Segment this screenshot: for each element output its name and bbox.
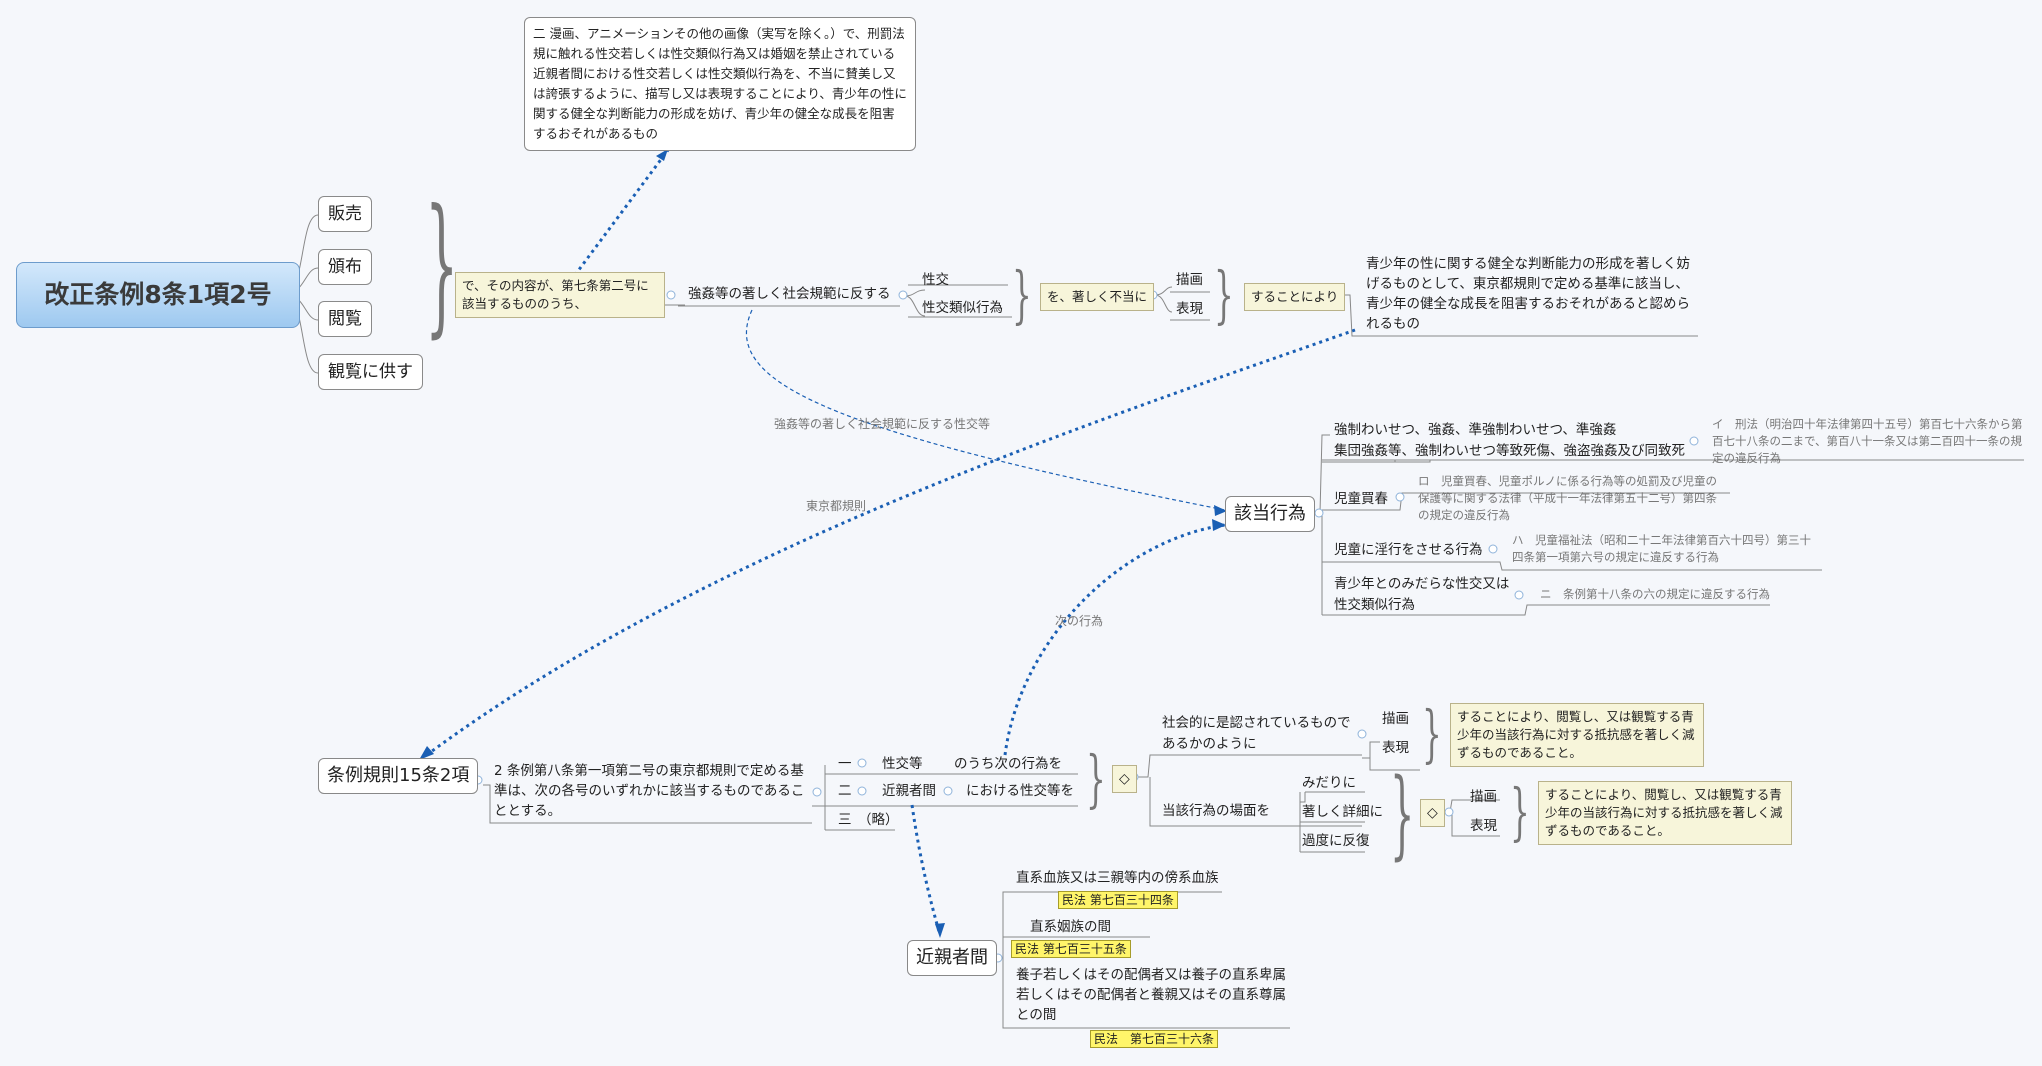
rule-item-1-num: 一 <box>838 756 852 772</box>
brace-branch-a: } <box>1422 697 1442 770</box>
root-node[interactable]: 改正条例8条1項2号 <box>16 262 300 328</box>
by-doing-label[interactable]: することにより <box>1244 283 1346 311</box>
applicable-item-2[interactable]: 児童買春 <box>1334 491 1388 507</box>
harm-text[interactable]: 青少年の性に関する健全な判断能力の形成を著しく妨げるものとして、東京都規則で定め… <box>1366 256 1690 332</box>
branch-b-result[interactable]: することにより、閲覧し、又は観覧する青少年の当該行為に対する抵抗感を著しく減ずる… <box>1538 781 1792 845</box>
norm-link-caption: 強姦等の著しく社会規範に反する性交等 <box>774 417 991 431</box>
rule-diamond[interactable]: ◇ <box>1112 765 1137 793</box>
applicable-detail-1: イ 刑法（明治四十年法律第四十五号）第百七十六条から第百七十八条の二まで、第百八… <box>1712 417 2023 465</box>
branch-b-manner-3[interactable]: 過度に反復 <box>1302 833 1370 849</box>
content-condition[interactable]: で、その内容が、第七条第二号に該当するもののうち、 <box>455 272 665 318</box>
rule-text[interactable]: 2 条例第八条第一項第二号の東京都規則で定める基準は、次の各号のいずれかに該当す… <box>494 763 805 819</box>
rule-item-2-num: 二 <box>838 783 852 799</box>
violate-norm-label[interactable]: 強姦等の著しく社会規範に反する <box>688 286 891 302</box>
rule-item-2-suffix[interactable]: における性交等を <box>966 783 1074 799</box>
rule-item-2-label[interactable]: 近親者間 <box>882 783 936 799</box>
action-distribute[interactable]: 頒布 <box>318 249 372 285</box>
branch-a-result[interactable]: することにより、閲覧し、又は観覧する青少年の当該行為に対する抵抗感を著しく減ずる… <box>1450 703 1704 767</box>
unjust-label[interactable]: を、著しく不当に <box>1040 283 1155 311</box>
rule-item-3-label[interactable]: （略） <box>858 812 899 828</box>
next-acts-caption: 次の行為 <box>1055 614 1104 628</box>
branch-a-depict[interactable]: 描画 <box>1382 711 1409 727</box>
applicable-item-4[interactable]: 青少年とのみだらな性交又は 性交類似行為 <box>1334 576 1510 613</box>
brace-modes: } <box>1214 258 1234 331</box>
branch-b-express[interactable]: 表現 <box>1470 818 1497 834</box>
brace-manners: } <box>1390 758 1415 870</box>
mode-depict[interactable]: 描画 <box>1176 272 1203 288</box>
action-sell[interactable]: 販売 <box>318 196 372 232</box>
branch-b-diamond[interactable]: ◇ <box>1420 799 1445 827</box>
brace-rule-items: } <box>1086 742 1106 815</box>
branch-b-manner-2[interactable]: 著しく詳細に <box>1302 804 1383 820</box>
act-similar[interactable]: 性交類似行為 <box>922 300 1003 316</box>
rule-node[interactable]: 条例規則15条2項 <box>318 758 479 794</box>
branch-b-label[interactable]: 当該行為の場面を <box>1162 803 1270 819</box>
tokyo-rule-caption: 東京都規則 <box>806 499 867 513</box>
branch-a-express[interactable]: 表現 <box>1382 740 1409 756</box>
relatives-item-1[interactable]: 直系血族又は三親等内の傍系血族 <box>1016 870 1219 886</box>
root-title: 改正条例8条1項2号 <box>44 280 272 309</box>
relatives-item-2[interactable]: 直系姻族の間 <box>1030 919 1111 935</box>
applicable-detail-2: ロ 児童買春、児童ポルノに係る行為等の処罰及び児童の保護等に関する法律（平成十一… <box>1418 474 1717 522</box>
article-7-2-note[interactable]: 二 漫画、アニメーションその他の画像（実写を除く。）で、刑罰法規に触れる性交若し… <box>524 17 916 151</box>
applicable-node[interactable]: 該当行為 <box>1225 496 1315 532</box>
applicable-item-3[interactable]: 児童に淫行をさせる行為 <box>1334 542 1483 558</box>
brace-acts: } <box>1012 258 1032 331</box>
applicable-detail-4: ニ 条例第十八条の六の規定に違反する行為 <box>1540 587 1770 601</box>
relatives-node[interactable]: 近親者間 <box>907 940 997 976</box>
mode-express[interactable]: 表現 <box>1176 301 1203 317</box>
relatives-item-3[interactable]: 養子若しくはその配偶者又は養子の直系卑属 若しくはその配偶者と養親又はその直系尊… <box>1016 967 1286 1023</box>
relatives-law-2: 民法 第七百三十五条 <box>1011 940 1131 958</box>
action-exhibit[interactable]: 観覧に供す <box>318 354 423 390</box>
rule-item-1-label[interactable]: 性交等 <box>882 756 923 772</box>
brace-actions: } <box>425 178 459 352</box>
applicable-item-1[interactable]: 強制わいせつ、強姦、準強制わいせつ、準強姦 集団強姦等、強制わいせつ等致死傷、強… <box>1334 422 1685 459</box>
branch-b-manner-1[interactable]: みだりに <box>1302 775 1356 791</box>
branch-b-depict[interactable]: 描画 <box>1470 789 1497 805</box>
relatives-law-1: 民法 第七百三十四条 <box>1058 891 1178 909</box>
relatives-law-3: 民法 第七百三十六条 <box>1090 1030 1219 1048</box>
applicable-detail-3: ハ 児童福祉法（昭和二十二年法律第百六十四号）第三十四条第一項第六号の規定に違反… <box>1512 533 1811 564</box>
rule-item-1-suffix[interactable]: のうち次の行為を <box>954 756 1062 772</box>
branch-a-label[interactable]: 社会的に是認されているもので あるかのように <box>1162 715 1351 752</box>
action-view[interactable]: 閲覧 <box>318 301 372 337</box>
rule-item-3-num: 三 <box>838 812 852 828</box>
act-intercourse[interactable]: 性交 <box>922 272 949 288</box>
brace-branch-b: } <box>1510 775 1530 848</box>
